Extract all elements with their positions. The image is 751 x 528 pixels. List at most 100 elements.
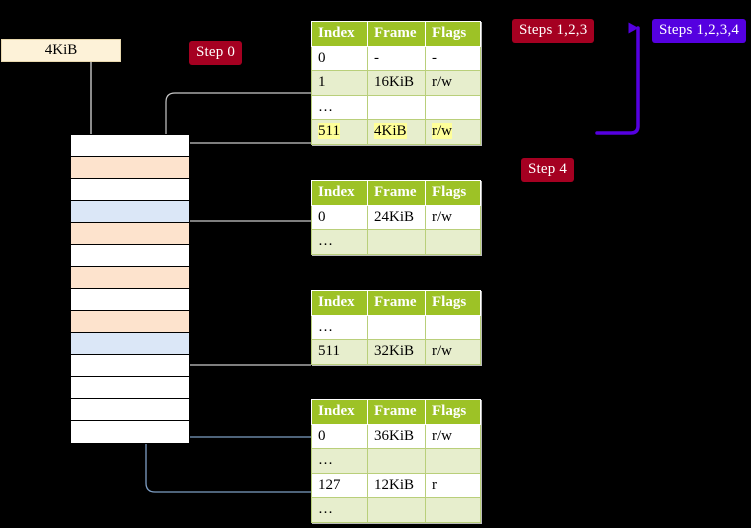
cell-value: - — [374, 49, 379, 66]
memory-frame-row — [71, 157, 189, 179]
cell-value: 0 — [318, 49, 326, 66]
table-row: … — [311, 448, 481, 474]
table-cell-index: 0 — [311, 45, 368, 71]
table-cell-index: 1 — [311, 70, 368, 96]
table-cell-frame: 32KiB — [367, 339, 426, 365]
memory-frame-row — [71, 311, 189, 333]
column-header-frame: Frame — [367, 290, 426, 316]
memory-frame-row — [71, 399, 189, 421]
table-cell-flags: r/w — [425, 204, 481, 230]
table-row: 0 36KiB r/w — [311, 423, 481, 449]
cell-value: 0 — [318, 427, 326, 444]
cell-value: - — [432, 49, 437, 66]
column-header-flags: Flags — [425, 21, 481, 47]
table-cell-index: 511 — [311, 339, 368, 365]
table-cell-flags — [425, 229, 481, 255]
physical-memory-grid — [70, 134, 190, 444]
connector-l2-row511 — [171, 300, 311, 366]
column-header-flags: Flags — [425, 399, 481, 425]
cell-value: r — [432, 476, 437, 493]
cell-value: 24KiB — [374, 208, 415, 225]
column-header-frame: Frame — [367, 21, 426, 47]
table-cell-flags — [425, 497, 481, 523]
connector-l4-row511 — [178, 142, 311, 215]
cell-value: 0 — [318, 208, 326, 225]
table-cell-frame — [367, 229, 426, 255]
table-cell-index: 511 — [311, 119, 368, 145]
memory-frame-row — [71, 421, 189, 443]
cell-value: 12KiB — [374, 476, 415, 493]
cell-value: … — [318, 452, 333, 468]
badge-steps-1-2-3: Steps 1,2,3 — [512, 19, 595, 43]
memory-frame-row — [71, 201, 189, 223]
table-cell-flags: r/w — [425, 339, 481, 365]
table-cell-frame — [367, 448, 426, 474]
frame-box-4kib: 4KiB — [1, 39, 121, 62]
loop-arrow-steps — [595, 22, 640, 135]
table-row: 511 4KiB r/w — [311, 119, 481, 145]
cell-value: r/w — [432, 123, 452, 139]
cell-value: 1 — [318, 74, 326, 90]
table-row: … — [311, 497, 481, 523]
cell-value: 16KiB — [374, 74, 415, 90]
memory-frame-row — [71, 135, 189, 157]
table-cell-flags: r/w — [425, 423, 481, 449]
table-cell-index: 0 — [311, 204, 368, 230]
table-cell-flags: r/w — [425, 119, 481, 145]
table-row: 127 12KiB r — [311, 472, 481, 498]
memory-frame-row — [71, 355, 189, 377]
memory-frame-row — [71, 289, 189, 311]
column-header-index: Index — [311, 399, 368, 425]
badge-step-4: Step 4 — [521, 158, 575, 182]
column-header-index: Index — [311, 290, 368, 316]
column-header-frame: Frame — [367, 180, 426, 206]
table-cell-frame: 24KiB — [367, 204, 426, 230]
column-header-index: Index — [311, 21, 368, 47]
cell-value: … — [318, 98, 333, 115]
table-row: 0 24KiB r/w — [311, 204, 481, 230]
table-row: 1 16KiB r/w — [311, 70, 481, 96]
column-header-frame: Frame — [367, 399, 426, 425]
table-cell-flags: r/w — [425, 70, 481, 96]
cell-value: r/w — [432, 208, 452, 225]
frame-box-label: 4KiB — [44, 42, 78, 58]
column-header-flags: Flags — [425, 180, 481, 206]
cell-value: 4KiB — [374, 123, 407, 139]
table-cell-index: … — [311, 497, 368, 523]
memory-frame-row — [71, 245, 189, 267]
table-row: 0 - - — [311, 45, 481, 71]
connector-l3-row0 — [178, 220, 311, 260]
table-row: … — [311, 229, 481, 255]
table-cell-frame: 12KiB — [367, 472, 426, 498]
table-cell-index: 0 — [311, 423, 368, 449]
cell-value: r/w — [432, 74, 452, 90]
memory-frame-row — [71, 333, 189, 355]
memory-frame-row — [71, 179, 189, 201]
badge-steps-1-2-3-4: Steps 1,2,3,4 — [652, 19, 747, 43]
cell-value: 511 — [318, 343, 340, 359]
table-cell-frame: 4KiB — [367, 119, 426, 145]
table-row: … — [311, 94, 481, 120]
cell-value: r/w — [432, 343, 452, 359]
cell-value: 511 — [318, 123, 340, 139]
cell-value: … — [318, 318, 333, 335]
memory-frame-row — [71, 377, 189, 399]
cell-value: 127 — [318, 476, 341, 493]
table-cell-flags: - — [425, 45, 481, 71]
table-cell-flags — [425, 314, 481, 340]
cell-value: … — [318, 233, 333, 249]
cell-value: … — [318, 501, 333, 517]
table-cell-flags — [425, 448, 481, 474]
column-header-index: Index — [311, 180, 368, 206]
cell-value: 32KiB — [374, 343, 415, 359]
memory-frame-row — [71, 223, 189, 245]
cell-value: 36KiB — [374, 427, 415, 444]
table-cell-frame: 16KiB — [367, 70, 426, 96]
